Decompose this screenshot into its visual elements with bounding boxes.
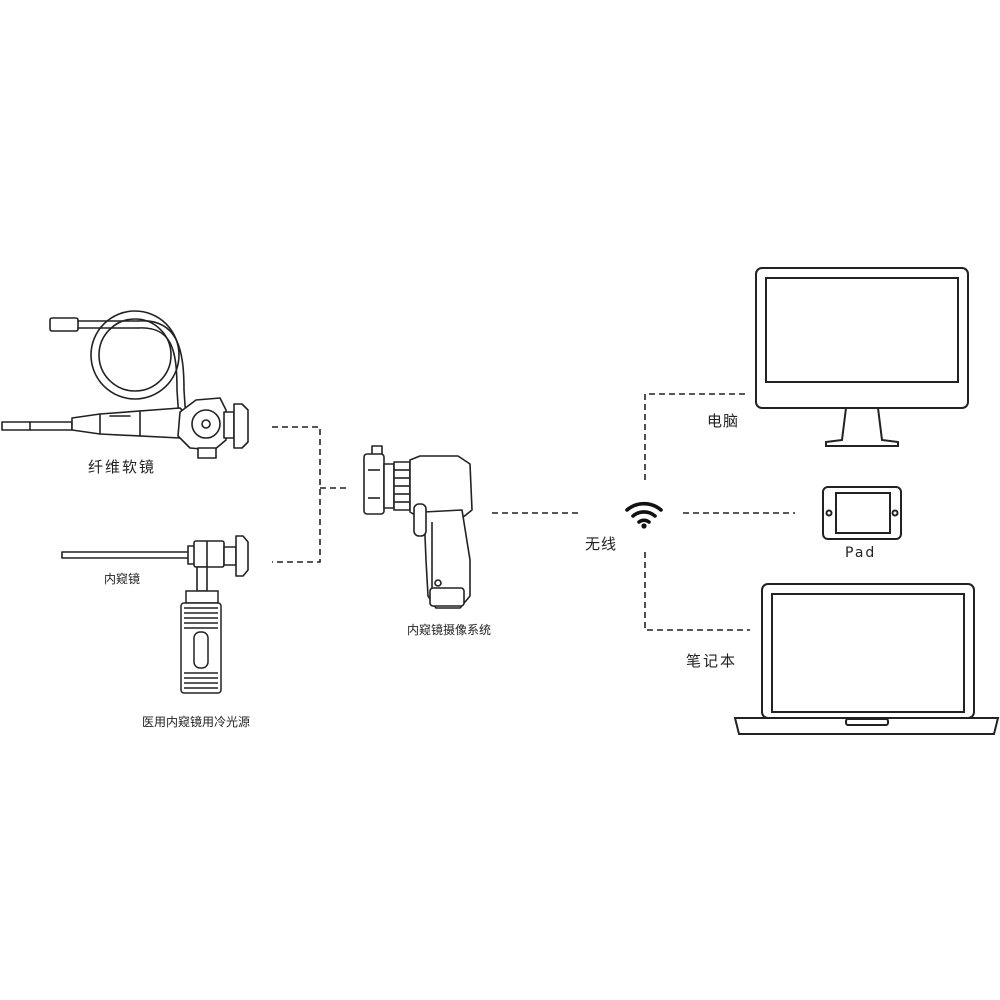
endoscope-label: 内窥镜	[104, 572, 141, 586]
laptop-label: 笔记本	[686, 652, 738, 670]
endoscope-icon	[61, 535, 249, 592]
fiber-scope-icon	[1, 310, 249, 459]
fiber-scope-label: 纤维软镜	[88, 458, 157, 476]
tablet-icon	[822, 486, 902, 540]
laptop-icon	[733, 583, 1000, 735]
cold-light-source-icon	[180, 590, 222, 694]
cold-light-source-label: 医用内窥镜用冷光源	[142, 715, 251, 729]
wifi-icon	[625, 501, 663, 529]
connection-lines	[272, 393, 795, 631]
camera-system-icon	[363, 445, 473, 609]
pad-label: Pad	[845, 545, 877, 561]
camera-system-label: 内窥镜摄像系统	[407, 623, 492, 637]
wireless-label: 无线	[585, 535, 618, 553]
computer-label: 电脑	[707, 412, 740, 430]
computer-monitor-icon	[755, 267, 969, 447]
